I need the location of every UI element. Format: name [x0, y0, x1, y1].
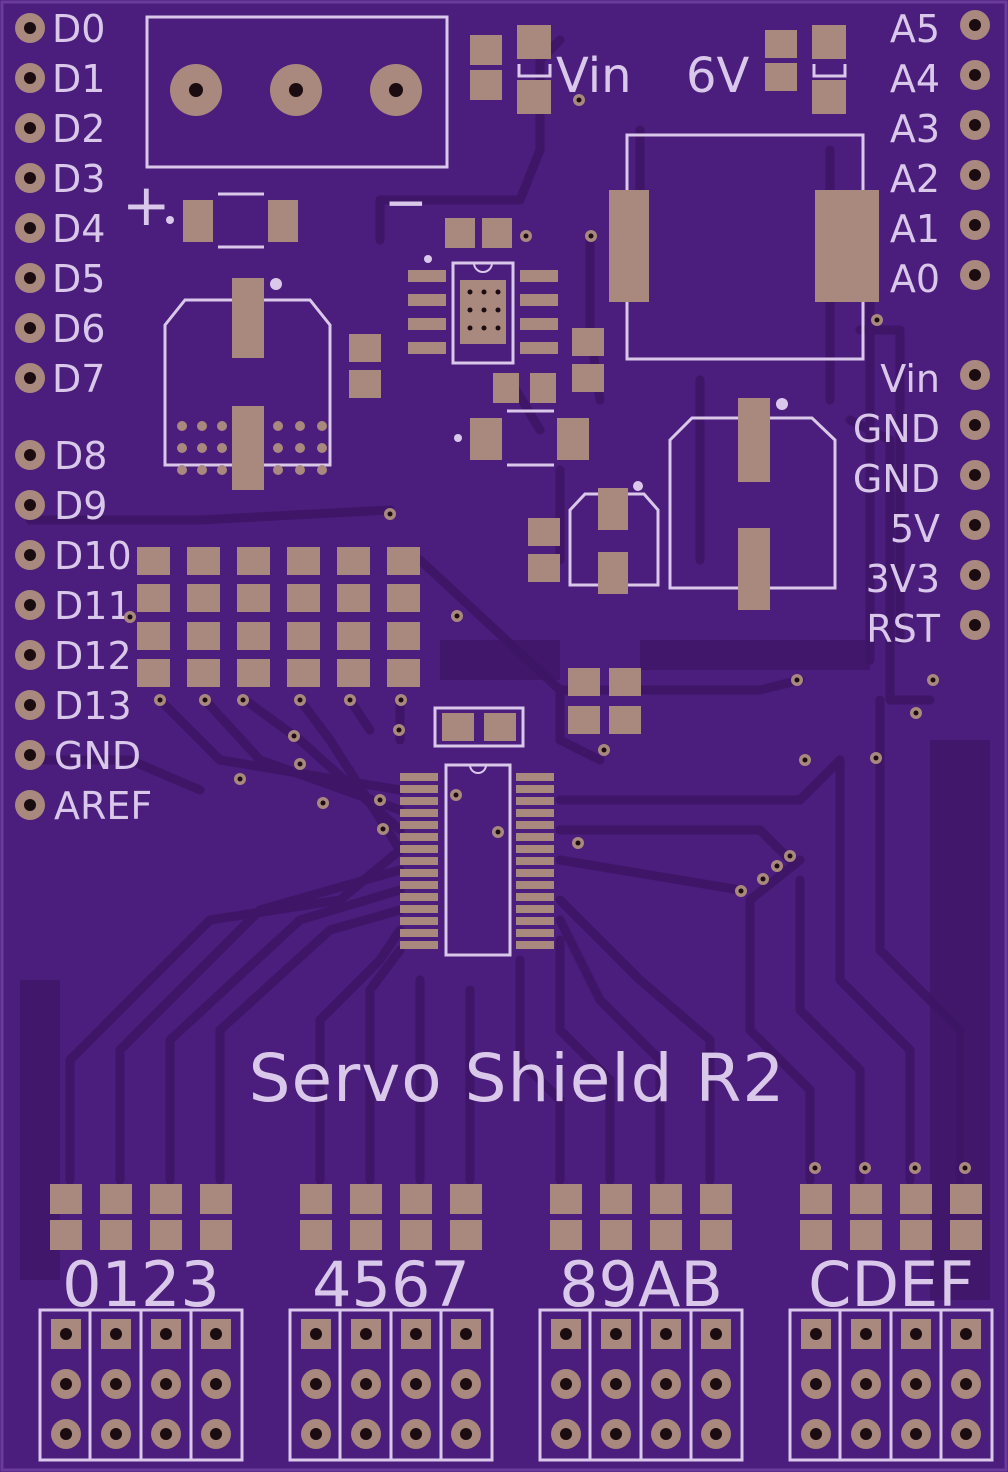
resistor-array [137, 547, 420, 687]
pin-label: A2 [890, 157, 940, 201]
plus-label: + [122, 171, 171, 239]
pin-label: A0 [890, 257, 940, 301]
pin-label: A3 [890, 107, 940, 151]
pin-label: D0 [52, 7, 105, 51]
vin-label: Vin [556, 48, 632, 104]
capacitor-right [668, 398, 837, 610]
pin-label: D4 [52, 207, 105, 251]
oscillator [433, 706, 525, 748]
servo-header-89ab [538, 1308, 744, 1462]
pin-label: D6 [52, 307, 105, 351]
board-title: Servo Shield R2 [249, 1040, 786, 1117]
regulator-ic [408, 218, 558, 365]
pin-label: D13 [54, 684, 132, 728]
pin-label: Vin [880, 357, 940, 401]
right-header-labels: A5 A4 A3 A2 A1 A0 Vin GND GND 5V 3V3 RST [853, 7, 941, 651]
pin-label: D3 [52, 157, 105, 201]
pin-label: 3V3 [866, 557, 940, 601]
pin-label: D7 [52, 357, 105, 401]
left-header-labels: D0 D1 D2 D3 D4 D5 D6 D7 D8 D9 D10 D11 D1… [52, 7, 152, 828]
minus-label: − [384, 173, 428, 233]
capacitor-small [568, 481, 660, 594]
pin-label: GND [54, 734, 141, 778]
pin-label: A4 [890, 57, 940, 101]
schottky-diode [454, 409, 589, 467]
pin-label: GND [853, 407, 940, 451]
servo-header-0123 [38, 1308, 244, 1462]
vin-jumper [470, 25, 585, 114]
inductor [585, 133, 883, 361]
six-v-label: 6V [686, 48, 750, 104]
pin-label: D11 [54, 584, 132, 628]
servo-header-cdef [788, 1308, 994, 1462]
pin-label: D10 [54, 534, 132, 578]
passive-components [349, 328, 604, 582]
pin-label: GND [853, 457, 940, 501]
pin-label: D2 [52, 107, 105, 151]
input-diode [166, 192, 298, 249]
pin-label: D5 [52, 257, 105, 301]
pin-label: D1 [52, 57, 105, 101]
pin-label: D9 [54, 484, 107, 528]
pin-label: 5V [890, 507, 940, 551]
pwm-driver-ic [400, 763, 554, 957]
servo-caps [50, 1184, 982, 1250]
pin-label: D12 [54, 634, 132, 678]
copper-traces [25, 35, 965, 1185]
power-terminal-block [145, 15, 449, 169]
six-v-jumper [765, 25, 847, 114]
pin-label: A1 [890, 207, 940, 251]
capacitor-left [163, 278, 332, 490]
pin-label: AREF [54, 784, 152, 828]
passive-cluster [568, 668, 641, 734]
pin-label: D8 [54, 434, 107, 478]
pin-label: A5 [890, 7, 940, 51]
pin-label: RST [866, 607, 941, 651]
servo-header-4567 [288, 1308, 494, 1462]
